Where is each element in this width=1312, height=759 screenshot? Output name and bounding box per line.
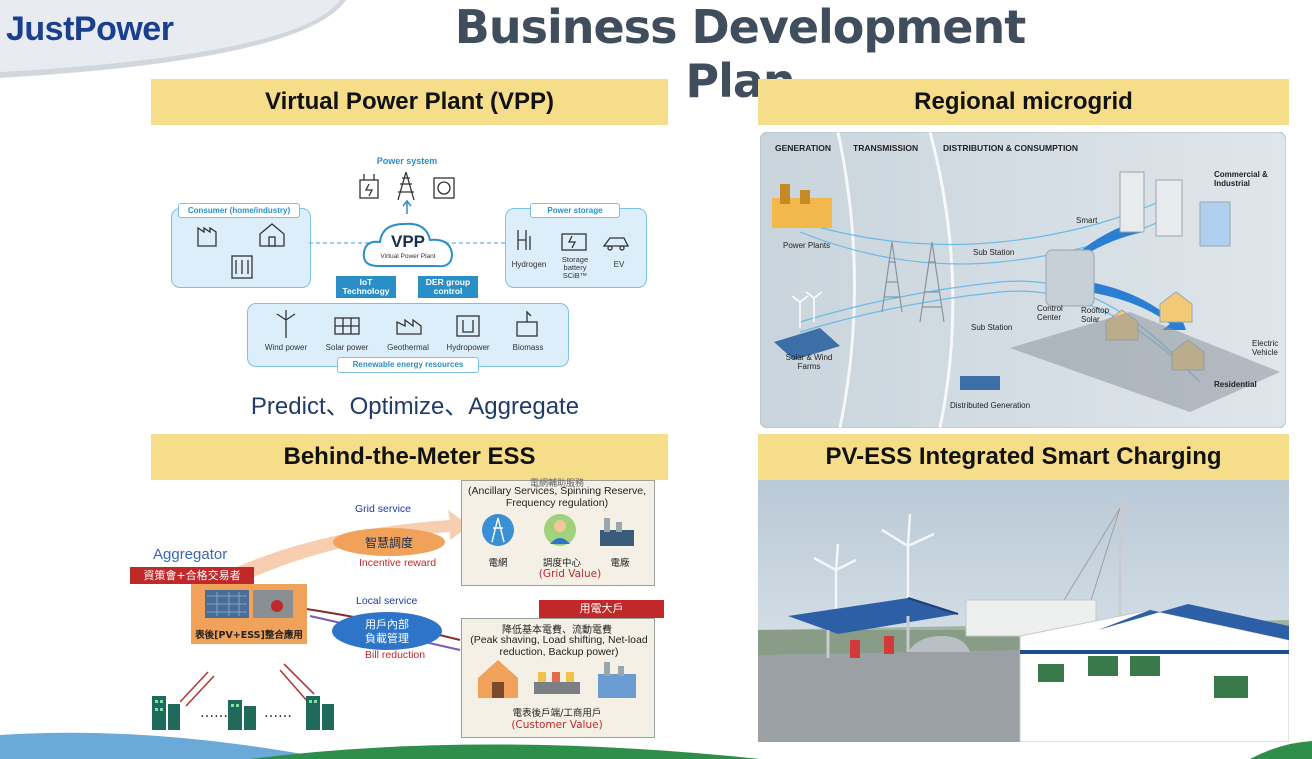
label-electric-vehicle: Electric Vehicle bbox=[1252, 339, 1279, 357]
buildings-row bbox=[152, 696, 334, 730]
renewable-box bbox=[247, 303, 569, 367]
power-system-label: Power system bbox=[376, 156, 438, 166]
label-rooftop: Rooftop Solar bbox=[1081, 306, 1110, 324]
label-solar-wind: Solar & Wind Farms bbox=[785, 353, 833, 371]
der-label: DER group control bbox=[418, 276, 478, 298]
vpp-center-sub: Virtual Power Plant bbox=[380, 253, 436, 260]
grid-box-top: 電網輔助服務 bbox=[529, 479, 584, 489]
power-system-icons bbox=[359, 171, 455, 201]
renewable-label: Renewable energy resources bbox=[337, 357, 479, 373]
col-distribution: DISTRIBUTION & CONSUMPTION bbox=[943, 143, 1079, 153]
label-commercial: Commercial & Industrial bbox=[1214, 170, 1268, 188]
renewable-solar: Solar power bbox=[325, 343, 369, 352]
grid-value-label: (Grid Value) bbox=[538, 568, 602, 580]
load-mgmt-line-2: 負載管理 bbox=[365, 632, 409, 645]
storage-icons bbox=[517, 230, 630, 251]
microgrid-heading: Regional microgrid bbox=[758, 79, 1289, 125]
aggregator-tag: 資策會+合格交易者 bbox=[130, 567, 254, 584]
smart-dispatch-label: 智慧調度 bbox=[364, 536, 413, 550]
pv-heading: PV-ESS Integrated Smart Charging bbox=[758, 434, 1289, 480]
customer-box-title: 降低基本電費、流動電費 bbox=[502, 625, 612, 636]
renewable-geothermal: Geothermal bbox=[387, 343, 429, 352]
aggregator-label: Aggregator bbox=[153, 546, 228, 563]
vpp-connectors bbox=[309, 242, 505, 244]
footer-decoration bbox=[0, 732, 1312, 759]
load-mgmt-line-1: 用戶內部 bbox=[365, 618, 409, 631]
microgrid-illustration bbox=[760, 132, 1286, 428]
smart-dispatch-ellipse bbox=[333, 528, 445, 556]
label-distributed: Distributed Generation bbox=[950, 401, 1031, 410]
storage-battery: Storage battery SCiB™ bbox=[561, 255, 589, 280]
page-title: Business Development Plan bbox=[454, 0, 1026, 108]
incentive-label: Incentive reward bbox=[359, 557, 437, 569]
big-user-tag: 用電大戶 bbox=[539, 600, 664, 618]
label-power-plants: Power Plants bbox=[783, 241, 831, 250]
pv-ess-image bbox=[205, 590, 293, 618]
storage-hydrogen: Hydrogen bbox=[511, 260, 547, 269]
label-residential: Residential bbox=[1214, 380, 1257, 389]
vpp-cloud-icon bbox=[362, 222, 454, 268]
col-transmission: TRANSMISSION bbox=[853, 143, 919, 153]
vpp-center-title: VPP bbox=[390, 232, 426, 251]
vpp-heading: Virtual Power Plant (VPP) bbox=[151, 79, 668, 125]
storage-box bbox=[505, 208, 647, 288]
label-sub-station-1: Sub Station bbox=[973, 248, 1015, 257]
renewable-hydropower: Hydropower bbox=[446, 343, 490, 352]
ess-heading: Behind-the-Meter ESS bbox=[151, 434, 668, 480]
label-control-center: Control Center bbox=[1037, 304, 1063, 322]
load-mgmt-ellipse bbox=[332, 612, 442, 650]
bill-reduction-label: Bill reduction bbox=[365, 649, 426, 661]
renewable-biomass: Biomass bbox=[512, 343, 544, 352]
customer-value-label: (Customer Value) bbox=[511, 719, 603, 731]
grid-service-label: Grid service bbox=[355, 503, 412, 515]
local-service-label: Local service bbox=[356, 595, 418, 607]
storage-ev: EV bbox=[613, 260, 625, 269]
col-generation: GENERATION bbox=[775, 143, 832, 153]
vpp-tagline: Predict、Optimize、Aggregate bbox=[250, 393, 580, 420]
customer-box-text: (Peak shaving, Load shifting, Net-load r… bbox=[470, 634, 648, 658]
grid-icon-grid: 電網 bbox=[488, 558, 508, 569]
grid-box-text: (Ancillary Services, Spinning Reserve, F… bbox=[468, 485, 646, 509]
buildings-dots-1: …… bbox=[200, 705, 228, 721]
arrow-up-icon bbox=[402, 199, 412, 214]
aggregator-box-label: 表後[PV+ESS]整合應用 bbox=[195, 630, 303, 641]
customer-icons bbox=[478, 660, 636, 698]
grid-icons bbox=[482, 514, 634, 546]
customer-sub-label: 電表後戶端/工商用戶 bbox=[512, 708, 602, 719]
grid-icon-dispatch: 調度中心 bbox=[542, 558, 581, 569]
charging-station-image bbox=[758, 480, 1289, 742]
company-logo: JustPower bbox=[6, 10, 174, 48]
renewable-wind: Wind power bbox=[264, 343, 308, 352]
consumer-icons bbox=[197, 223, 285, 279]
label-sub-station-2: Sub Station bbox=[971, 323, 1013, 332]
renewable-icons bbox=[276, 310, 538, 338]
consumer-label: Consumer (home/industry) bbox=[178, 203, 300, 218]
storage-label: Power storage bbox=[530, 203, 620, 218]
iot-label: IoT Technology bbox=[336, 276, 396, 298]
header-background bbox=[0, 0, 346, 78]
label-smart: Smart bbox=[1076, 216, 1098, 225]
grid-icon-plant: 電廠 bbox=[610, 558, 630, 569]
buildings-dots-2: …… bbox=[264, 705, 292, 721]
